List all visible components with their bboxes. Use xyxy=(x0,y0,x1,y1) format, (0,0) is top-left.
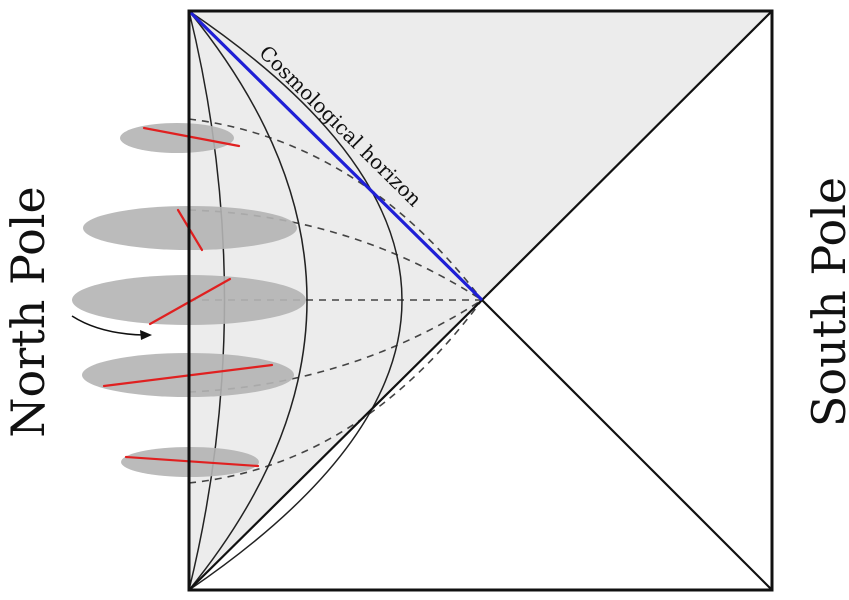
south-pole-label: South Pole xyxy=(802,177,849,427)
red-segment xyxy=(142,126,241,148)
diagonal-lower-left xyxy=(188,299,483,591)
constant-r-curve xyxy=(188,10,308,591)
diagonal-lower-right xyxy=(481,299,773,591)
diagonal-upper-right xyxy=(481,10,773,301)
pointer-arrow xyxy=(71,315,152,340)
north-pole-label: North Pole xyxy=(1,186,55,437)
red-segment xyxy=(124,455,260,468)
constant-r-curve xyxy=(188,10,403,591)
dashed-slice xyxy=(188,118,483,301)
pointer-arrow-head xyxy=(140,330,152,340)
observer-ellipse xyxy=(120,123,234,153)
cosmological-horizon-line xyxy=(187,9,484,302)
pointer-arrow-curve xyxy=(71,315,145,336)
diagonals xyxy=(188,10,773,591)
diagram-frame xyxy=(187,9,774,592)
dashed-slice xyxy=(188,299,483,484)
